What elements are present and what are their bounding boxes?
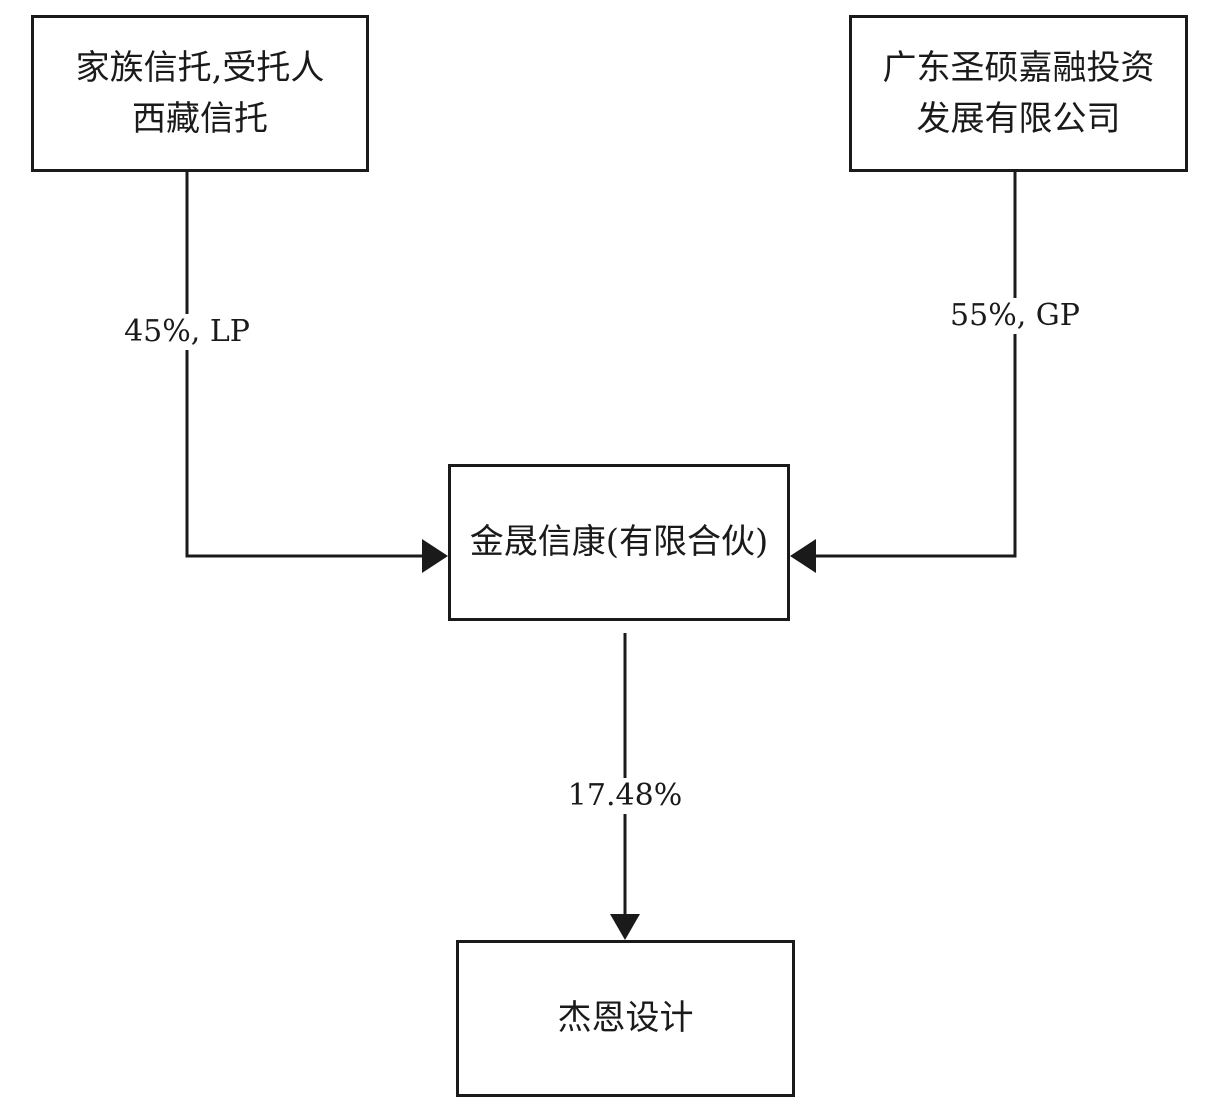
node-gp-company: 广东圣硕嘉融投资 发展有限公司 bbox=[849, 15, 1188, 172]
edge-trust-to-partnership bbox=[185, 172, 424, 558]
edge-gp-to-partnership bbox=[814, 172, 1017, 558]
node-target-line-1: 杰恩设计 bbox=[557, 998, 694, 1038]
node-trust-line-2: 西藏信托 bbox=[132, 98, 268, 139]
edge-label-gp-share: 55%, GP bbox=[948, 298, 1082, 334]
node-gp-company-line-1: 广东圣硕嘉融投资 bbox=[882, 47, 1155, 88]
node-target: 杰恩设计 bbox=[456, 940, 795, 1097]
node-partnership-line-1: 金晟信康(有限合伙) bbox=[469, 522, 769, 562]
node-trust: 家族信托,受托人 西藏信托 bbox=[31, 15, 369, 172]
node-trust-line-1: 家族信托,受托人 bbox=[75, 47, 325, 88]
edge-label-target-share: 17.48% bbox=[565, 778, 685, 814]
edge-label-trust-share: 45%, LP bbox=[122, 314, 252, 350]
node-gp-company-line-2: 发展有限公司 bbox=[916, 98, 1121, 139]
arrowhead-right-icon bbox=[790, 539, 816, 573]
arrowhead-down-icon bbox=[610, 914, 640, 940]
node-partnership: 金晟信康(有限合伙) bbox=[448, 464, 790, 621]
arrowhead-left-icon bbox=[422, 539, 448, 573]
